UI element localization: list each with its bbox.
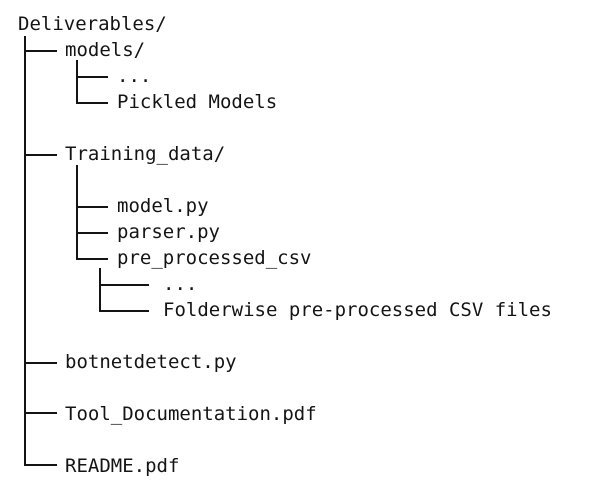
tool-documentation-branch-tick <box>24 412 57 414</box>
root-spine-line <box>24 36 26 466</box>
tree-node-pre-processed-csv: pre_processed_csv <box>117 247 312 269</box>
tree-node-preproc-ellipsis: ... <box>163 273 198 295</box>
tree-node-folderwise-note: Folderwise pre-processed CSV files <box>163 299 552 321</box>
models-branch-tick <box>24 50 57 52</box>
tree-node-pickled-models: Pickled Models <box>117 91 278 113</box>
models-branch-line <box>76 60 78 104</box>
training-data-branch-line <box>76 165 78 260</box>
model-py-branch-tick <box>76 206 108 208</box>
tree-node-training-data-folder: Training_data/ <box>65 143 226 165</box>
models-ellipsis-branch-tick <box>76 76 108 78</box>
tree-node-models-ellipsis: ... <box>117 65 152 87</box>
parser-py-branch-tick <box>76 232 108 234</box>
pickled-models-branch-tick <box>76 102 108 104</box>
tree-node-tool-documentation: Tool_Documentation.pdf <box>65 403 317 425</box>
preproc-ellipsis-branch-tick <box>99 284 149 286</box>
training-data-branch-tick <box>24 154 57 156</box>
folderwise-note-branch-tick <box>99 310 149 312</box>
botnetdetect-branch-tick <box>24 362 57 364</box>
tree-node-parser-py: parser.py <box>117 221 220 243</box>
readme-branch-tick <box>24 464 57 466</box>
tree-root-label: Deliverables/ <box>18 13 167 35</box>
tree-node-readme: README.pdf <box>65 455 180 477</box>
tree-node-models-folder: models/ <box>65 39 146 61</box>
tree-node-model-py: model.py <box>117 195 209 217</box>
pre-processed-csv-branch-tick <box>76 258 108 260</box>
pre-processed-branch-line <box>99 268 101 312</box>
tree-node-botnetdetect-py: botnetdetect.py <box>65 351 237 373</box>
